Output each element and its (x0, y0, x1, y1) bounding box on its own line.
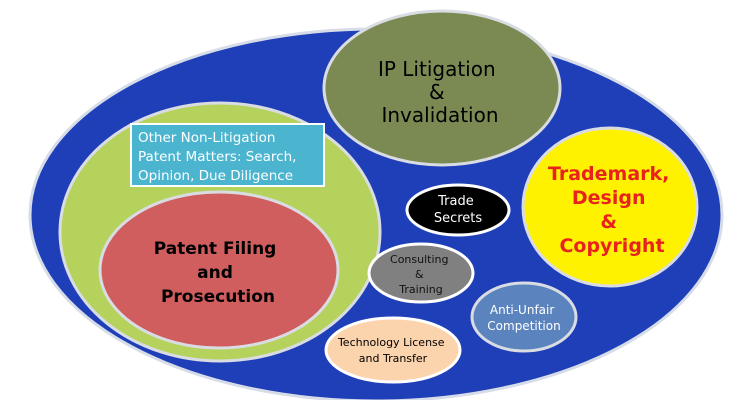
svg-text:Anti-Unfair Competition: Anti-Unfair Competition (487, 303, 560, 333)
trade-secrets-node: Trade Secrets (405, 183, 511, 237)
trade-secrets-line-2: Secrets (434, 211, 483, 226)
patent-filing-line-3: Prosecution (161, 287, 275, 307)
svg-text:Trade Secrets: Trade Secrets (434, 194, 483, 226)
ip-litigation-line-1: IP Litigation (378, 57, 496, 81)
trademark-line-3: & (600, 211, 617, 233)
trademark-line-4: Copyright (559, 235, 664, 257)
ip-litigation-node: IP Litigation & Invalidation (322, 9, 562, 167)
anti-unfair-line-2: Competition (487, 319, 560, 333)
non-litigation-line-2: Patent Matters: Search, (138, 149, 296, 165)
non-litigation-line-3: Opinion, Due Diligence (138, 168, 293, 184)
svg-text:Other Non-Litigation Pat: Other Non-Litigation Patent Matters: Sea… (138, 130, 301, 184)
consulting-line-3: Training (398, 283, 442, 296)
consulting-line-1: Consulting (390, 253, 448, 266)
svg-text:Patent Filing and: Patent Filing and Prosecution (154, 239, 283, 307)
patent-filing-line-1: Patent Filing (154, 239, 277, 259)
anti-unfair-node: Anti-Unfair Competition (470, 281, 578, 353)
trade-secrets-line-1: Trade (437, 194, 474, 209)
ip-litigation-line-3: Invalidation (381, 103, 498, 127)
consulting-line-2: & (415, 268, 424, 281)
non-litigation-box: Other Non-Litigation Patent Matters: Sea… (130, 123, 325, 187)
svg-text:Consulting & Train: Consulting & Training (390, 253, 452, 296)
anti-unfair-line-1: Anti-Unfair (490, 303, 554, 317)
svg-text:IP Litigation & In: IP Litigation & Invalidation (378, 57, 502, 127)
consulting-node: Consulting & Training (367, 242, 475, 304)
ip-litigation-line-2: & (429, 80, 445, 104)
trademark-line-1: Trademark, (548, 163, 669, 185)
patent-filing-line-2: and (197, 263, 233, 283)
trademark-node: Trademark, Design & Copyright (521, 126, 699, 288)
tech-license-line-2: and Transfer (359, 352, 428, 365)
svg-text:Technology License and T: Technology License and Transfer (337, 336, 448, 365)
non-litigation-line-1: Other Non-Litigation (138, 130, 275, 146)
patent-filing-node: Patent Filing and Prosecution (98, 190, 340, 350)
trademark-line-2: Design (572, 187, 646, 209)
svg-text:Trademark, Design: Trademark, Design & Copyright (548, 163, 676, 257)
tech-license-node: Technology License and Transfer (324, 316, 462, 384)
tech-license-line-1: Technology License (337, 336, 445, 349)
